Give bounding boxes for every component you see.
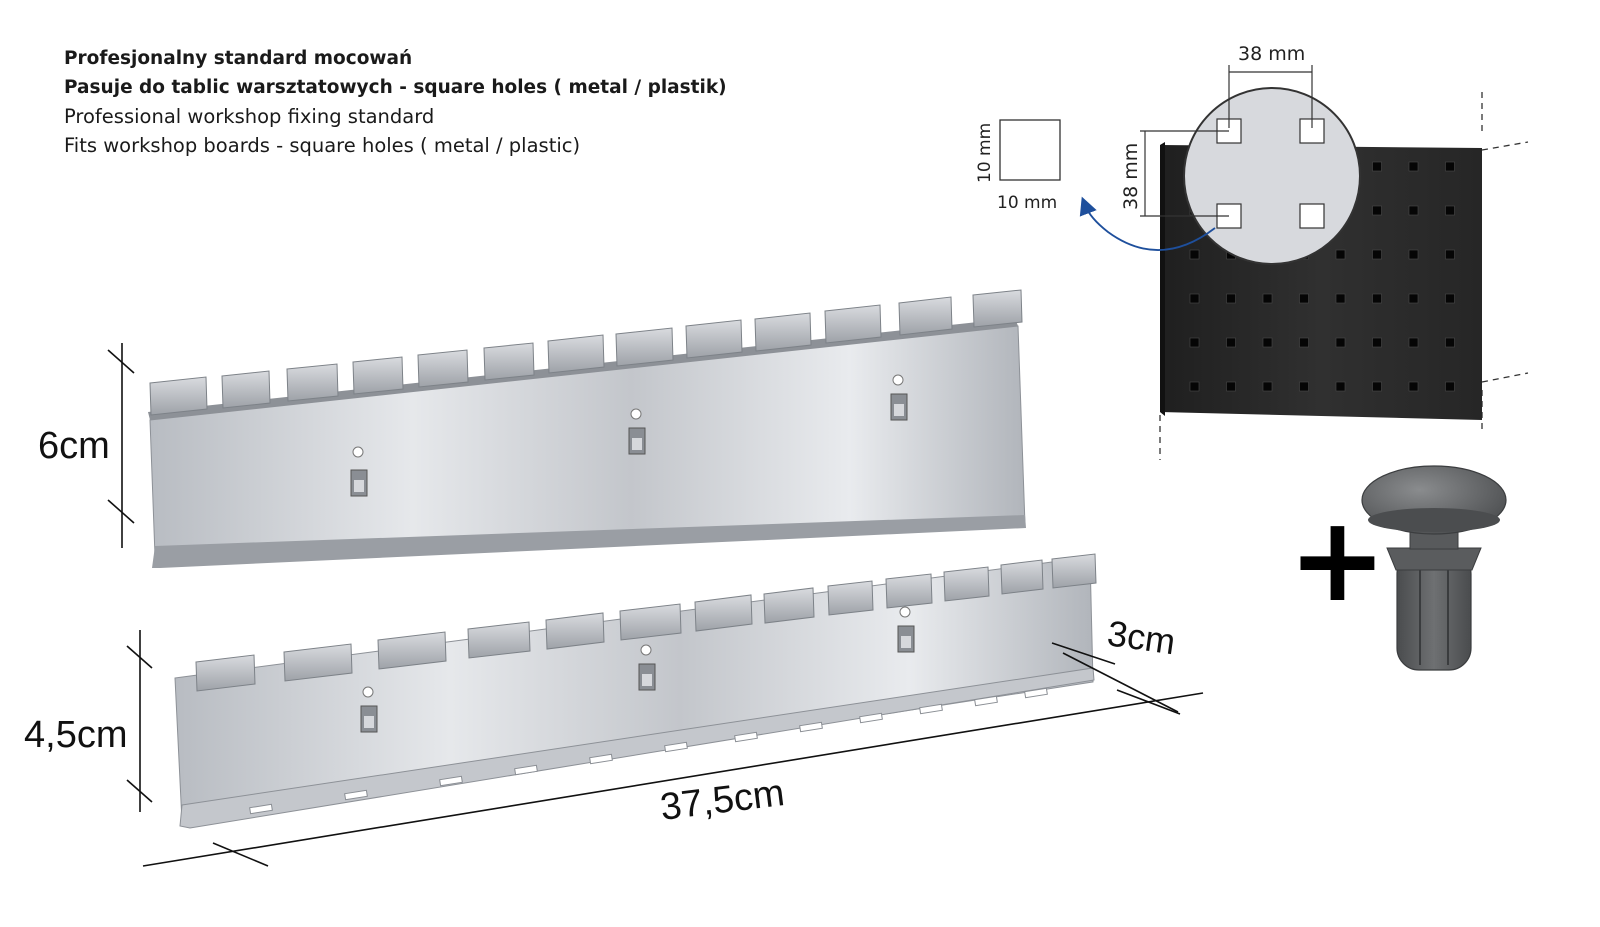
pegboard-hole: [1445, 337, 1455, 348]
pegboard-hole: [1408, 249, 1419, 260]
upper-rail-mount-slots: [350, 374, 908, 497]
pegboard-hole: [1189, 249, 1200, 260]
pegboard-hole: [1335, 293, 1346, 304]
pegboard-hole: [1408, 337, 1419, 348]
pegboard-hole: [1408, 293, 1419, 304]
header-line-en-1: Professional workshop fixing standard: [64, 105, 435, 128]
header-text: Profesjonalny standard mocowań Pasuje do…: [64, 44, 727, 160]
pegboard-hole: [1445, 205, 1455, 216]
pegboard-hole: [1372, 205, 1382, 216]
magnifier-detail: 38 mm 38 mm: [1120, 43, 1361, 265]
pegboard-hole: [1372, 337, 1382, 348]
pegboard-hole: [1335, 337, 1346, 348]
upper-rail-bottom-fold: [152, 515, 1026, 568]
depth-label: 3cm: [1105, 612, 1178, 662]
pegboard-hole: [1372, 249, 1382, 260]
hole-size-square: [999, 119, 1061, 181]
detail-arrow: [1079, 196, 1216, 251]
lower-rail-mount-slots: [360, 606, 915, 733]
hole-spacing-horizontal-label: 38 mm: [1238, 43, 1305, 65]
dimension-lines: [107, 343, 1204, 867]
lower-tool-rail: [174, 553, 1097, 829]
lower-rail-shelf-slots: [249, 687, 1048, 815]
pegboard-hole: [1408, 381, 1419, 392]
pegboard-hole: [1262, 381, 1273, 392]
pegboard-hole: [1445, 249, 1455, 260]
pegboard-hole: [1226, 293, 1236, 304]
header-line-pl-2: Pasuje do tablic warsztatowych - square …: [64, 77, 727, 98]
hole-size-detail: 10 mm 10 mm: [975, 119, 1216, 251]
pegboard-hole: [1299, 381, 1309, 392]
magnifier-circle: [1183, 87, 1361, 265]
length-label: 37,5cm: [658, 772, 787, 829]
lower-rail-shelf: [179, 667, 1095, 829]
hole-height-label: 10 mm: [975, 123, 995, 183]
pegboard-hole: [1299, 293, 1309, 304]
pegboard-hole: [1262, 293, 1273, 304]
pegboard-hole: [1408, 161, 1419, 172]
pegboard-hole: [1445, 293, 1455, 304]
plastic-clip-icon: [1361, 465, 1507, 671]
pegboard-hole: [1189, 337, 1200, 348]
pegboard-hole: [1445, 161, 1455, 172]
pegboard-hole: [1226, 337, 1236, 348]
pegboard-hole: [1408, 205, 1419, 216]
hole-spacing-vertical-label: 38 mm: [1120, 143, 1142, 210]
lower-rail-tabs: [195, 553, 1097, 692]
pegboard-hole: [1335, 381, 1346, 392]
pegboard-hole: [1262, 337, 1273, 348]
pegboard-hole: [1335, 249, 1346, 260]
upper-tool-rail: [148, 289, 1026, 568]
lower-height-label: 4,5cm: [24, 714, 127, 756]
pegboard-hole: [1372, 293, 1382, 304]
header-line-en-2: Fits workshop boards - square holes ( me…: [64, 134, 581, 157]
pegboard-hole: [1372, 161, 1382, 172]
header-line-pl-1: Profesjonalny standard mocowań: [64, 48, 413, 69]
pegboard-hole: [1372, 381, 1382, 392]
upper-height-label: 6cm: [38, 425, 110, 467]
pegboard-hole: [1226, 381, 1236, 392]
pegboard-hole: [1445, 381, 1455, 392]
upper-rail-tabs: [149, 289, 1023, 416]
pegboard-hole: [1189, 293, 1200, 304]
magnified-hole: [1299, 203, 1325, 229]
pegboard-hole: [1189, 381, 1200, 392]
hole-width-label: 10 mm: [997, 193, 1057, 213]
pegboard-hole: [1299, 337, 1309, 348]
